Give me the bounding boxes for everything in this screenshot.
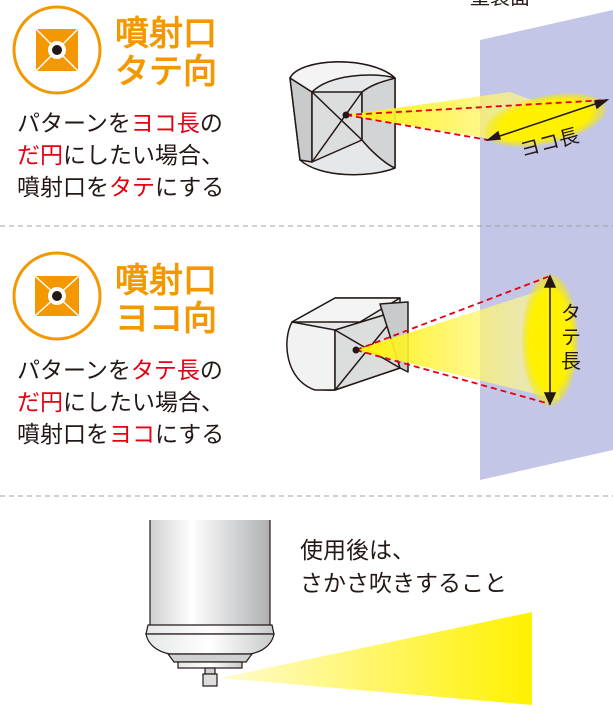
section2-measure-label-2: テ bbox=[561, 325, 581, 349]
section1-title-line2: タテ向 bbox=[115, 52, 217, 92]
section3-note-line1: 使用後は、 bbox=[300, 538, 415, 564]
section1-title-line1: 噴射口 bbox=[115, 14, 217, 54]
nozzle-illustration-horizontal bbox=[286, 297, 409, 391]
section2-title-line2: ヨコ向 bbox=[115, 299, 217, 339]
nozzle-icon-horizontal bbox=[12, 251, 102, 341]
surface-label: 塗装面 bbox=[470, 0, 530, 9]
section1-description-line2: だ円にしたい場合、 bbox=[17, 143, 224, 169]
section2-description-line1: パターンをタテ長の bbox=[17, 358, 223, 384]
spray-beam-3 bbox=[220, 612, 532, 705]
section2-measure-label-3: 長 bbox=[561, 349, 581, 373]
spray-pattern-horizontal bbox=[484, 93, 606, 147]
section2-description-line3: 噴射口をヨコにする bbox=[17, 422, 224, 448]
spray-can-upside-down bbox=[145, 520, 275, 687]
section2-measure-label-1: タ bbox=[561, 301, 581, 325]
section1-description-line3: 噴射口をタテにする bbox=[17, 175, 224, 201]
section2-title-line1: 噴射口 bbox=[115, 261, 217, 301]
horizontal-measure-arrow bbox=[485, 99, 610, 141]
vertical-measure-arrow bbox=[543, 274, 557, 406]
spray-beam-2 bbox=[356, 288, 560, 400]
nozzle-illustration-vertical bbox=[289, 61, 396, 176]
section3-note-line2: さかさ吹きすること bbox=[300, 571, 507, 597]
section1-description-line1: パターンをヨコ長の bbox=[17, 111, 223, 137]
section2-description-line2: だ円にしたい場合、 bbox=[17, 390, 224, 416]
painted-surface bbox=[480, 10, 613, 480]
nozzle-icon-vertical bbox=[12, 5, 102, 95]
